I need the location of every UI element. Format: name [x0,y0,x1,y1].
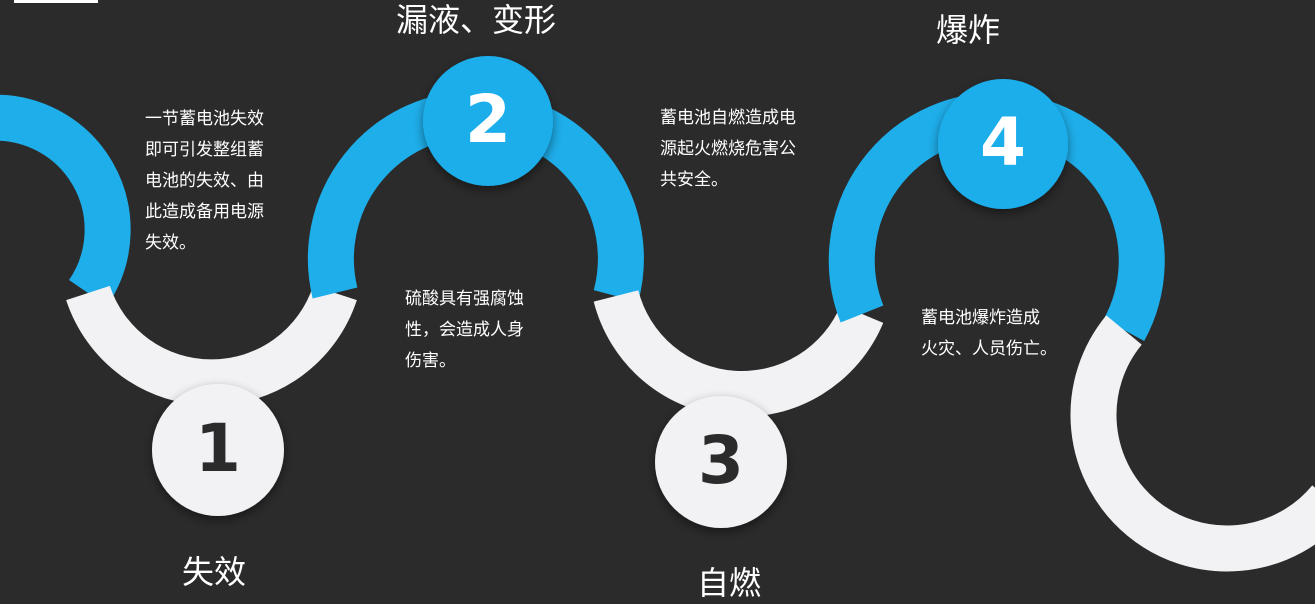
step-2-description: 硫酸具有强腐蚀 性，会造成人身 伤害。 [405,289,524,371]
step-4-description: 蓄电池爆炸造成 火灾、人员伤亡。 [921,308,1057,359]
step-2-title: 漏液、变形 [396,1,557,39]
step-3-badge [655,396,787,528]
step-1-badge [152,384,284,516]
step-4-title: 爆炸 [936,11,1001,49]
step-2-number: 2 [465,81,511,158]
step-1-title: 失效 [182,553,247,591]
top-corner-bar [14,0,98,3]
step-1-number: 1 [195,410,241,487]
step-3-title: 自燃 [697,564,762,602]
wave-segment-5-light [1070,315,1315,572]
step-3-number: 3 [698,422,744,499]
wave-segment-1-blue [0,94,131,306]
step-2-badge [423,56,553,186]
step-4-number: 4 [980,104,1026,181]
wave-segment-1-light [66,285,357,406]
wave-segment-3-light [593,289,884,417]
step-1-description: 一节蓄电池失效 即可引发整组蓄 电池的失效、由 此造成备用电源 失效。 [145,109,264,253]
step-4-badge [938,79,1068,209]
step-3-description: 蓄电池自燃造成电 源起火燃烧危害公 共安全。 [660,108,796,190]
